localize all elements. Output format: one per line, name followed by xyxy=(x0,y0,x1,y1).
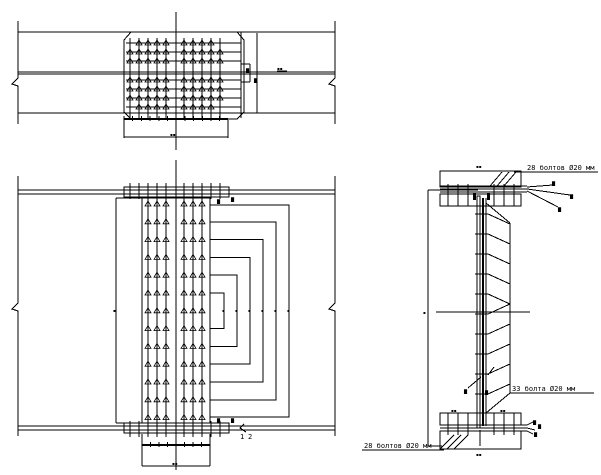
part-mark: █ xyxy=(533,432,538,437)
dim-text: ▪▪ xyxy=(500,408,506,413)
nested-dimension-loops: ▪ ▪ ▪ ▪ ▪ ▪ xyxy=(210,204,290,418)
web-bolt-leader xyxy=(487,253,511,265)
front-view: ▪ ▪▪▪▪▪▪ █ █ █ █ 1 2 ▪▪ xyxy=(11,160,336,470)
flange-bolt-lines xyxy=(129,183,221,437)
dim-text: █ xyxy=(230,418,235,423)
dim-text: ▪ xyxy=(423,310,426,315)
dimension-loop xyxy=(210,221,277,401)
part-mark: █ xyxy=(537,424,542,429)
front-bolt-grid xyxy=(144,198,206,423)
top-upper-plate xyxy=(439,170,522,188)
dim-text: ▪ xyxy=(235,308,238,313)
pitch-dimension-chain: ▪▪ xyxy=(123,116,228,137)
web-bolt-leader xyxy=(487,213,511,225)
dimension-loop xyxy=(210,274,238,347)
pitch-dimension-chain: ▪▪ xyxy=(141,442,211,466)
top-view: █ █ ▪▪ ▪▪ xyxy=(11,12,336,150)
section-mark-2: 2 xyxy=(248,433,252,441)
part-callouts xyxy=(467,366,495,389)
mid-bolts-label: 33 болта Ø20 мм xyxy=(512,385,576,393)
break-line-right xyxy=(328,21,336,124)
web-splice-plate xyxy=(141,197,211,424)
web-bolt-leader xyxy=(487,323,511,335)
dimension-loop xyxy=(210,204,290,418)
web-bolt-leader xyxy=(487,343,511,355)
dimension-loop xyxy=(210,256,251,365)
part-mark: █ xyxy=(551,181,556,186)
part-mark: █ xyxy=(463,389,468,394)
top-bolts-label: 28 болтов Ø20 мм xyxy=(527,164,595,172)
web-leader xyxy=(485,202,511,224)
weld-mark xyxy=(473,193,476,200)
part-callouts xyxy=(526,421,536,435)
part-mark: █ xyxy=(484,390,489,395)
web-bolt-leader xyxy=(487,273,511,285)
dim-text: ▪ xyxy=(222,308,225,313)
bottom-bolts-label: 28 болтов Ø20 мм xyxy=(364,442,432,450)
top-bolt-grid xyxy=(126,38,241,119)
web-bolt-leader xyxy=(487,293,511,305)
bolt-leader-hatch xyxy=(439,434,469,450)
break-line-left xyxy=(11,176,19,436)
dim-text: ▪ xyxy=(248,308,251,313)
dim-text: ▪▪ xyxy=(170,132,176,137)
dim-text: ▪▪ xyxy=(476,164,482,169)
dim-text: █ xyxy=(216,418,221,423)
web-leader xyxy=(485,392,511,414)
dim-text: ▪▪ xyxy=(451,408,457,413)
dim-text: █ xyxy=(245,68,250,73)
dimension-loop xyxy=(210,292,225,330)
dimension-loop xyxy=(210,239,264,383)
dim-text: ▪▪ xyxy=(172,461,178,466)
web-bolt-leader xyxy=(487,363,511,375)
part-mark: █ xyxy=(557,207,562,212)
dim-text: ▪ xyxy=(113,308,116,313)
dim-text: ▪▪ xyxy=(476,452,482,457)
section-view: ▪ ▪▪ 28 болтов Ø20 мм █ █ █ 33 болта Ø20… xyxy=(362,164,598,457)
dim-text: ▪ xyxy=(287,308,290,313)
bolt-leader-hatch xyxy=(489,171,517,187)
weld-mark xyxy=(487,193,490,200)
splice-plate xyxy=(123,31,245,120)
bottom-flange-bolts xyxy=(447,413,515,435)
dim-text: █ xyxy=(253,78,258,83)
dim-text: ▪ xyxy=(274,308,277,313)
section-mark-1: 1 xyxy=(240,433,244,441)
break-line-right xyxy=(328,176,336,436)
part-mark: █ xyxy=(569,194,574,199)
top-flange-bolts xyxy=(447,184,515,206)
dim-text: ▪ xyxy=(261,308,264,313)
web-bolt-leader xyxy=(487,233,511,245)
part-callouts xyxy=(526,184,571,208)
web-bolt-leaders xyxy=(475,202,511,414)
web-bolt-leader xyxy=(487,383,511,395)
part-mark: █ xyxy=(532,420,537,425)
dim-text: █ xyxy=(230,197,235,202)
dim-text: █ xyxy=(216,199,221,204)
break-line-left xyxy=(11,21,19,124)
dim-text: ▪▪ xyxy=(277,66,283,71)
web-bolt-leader xyxy=(487,303,511,315)
section-arrow xyxy=(239,423,247,433)
